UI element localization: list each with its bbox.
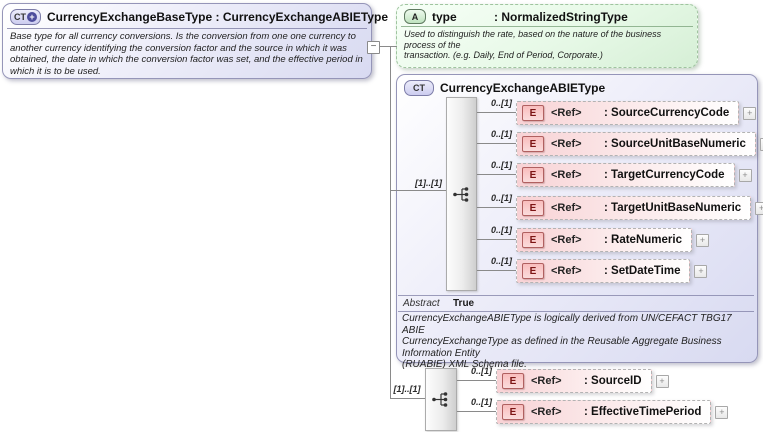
- complex-type-icon: CT: [404, 80, 434, 96]
- element-box-target-unit-base-numeric[interactable]: E <Ref> : TargetUnitBaseNumeric: [516, 196, 752, 220]
- sequence-icon: [432, 392, 448, 407]
- element-name: : EffectiveTimePeriod: [584, 406, 702, 418]
- expand-button[interactable]: +: [759, 137, 763, 151]
- complex-type-icon-label: CT: [14, 12, 26, 22]
- element-box-effective-time-period[interactable]: E <Ref> : EffectiveTimePeriod: [496, 400, 712, 424]
- element-icon: E: [522, 263, 544, 279]
- expand-button[interactable]: +: [755, 201, 763, 215]
- connector-line: [455, 380, 496, 381]
- attribute-name: type: [432, 9, 457, 24]
- base-type-header: CT+ CurrencyExchangeBaseType : CurrencyE…: [3, 4, 388, 28]
- expand-button[interactable]: +: [715, 405, 729, 419]
- connector-line: [475, 270, 516, 271]
- connector-line: [475, 207, 516, 208]
- connector-line: [378, 46, 397, 47]
- element-box-set-date-time[interactable]: E <Ref> : SetDateTime: [516, 259, 691, 283]
- element-icon: E: [522, 200, 544, 216]
- collapse-toggle-button[interactable]: −: [367, 41, 380, 54]
- element-box-source-id[interactable]: E <Ref> : SourceID: [496, 369, 652, 393]
- element-icon: E: [522, 136, 544, 152]
- element-row-set-date-time: E <Ref> : SetDateTime +: [516, 259, 708, 283]
- connector-line: [390, 190, 446, 191]
- element-ref-label: <Ref>: [531, 406, 562, 418]
- connector-line: [475, 174, 516, 175]
- element-box-target-currency-code[interactable]: E <Ref> : TargetCurrencyCode: [516, 163, 735, 187]
- element-box-rate-numeric[interactable]: E <Ref> : RateNumeric: [516, 228, 692, 252]
- expand-button[interactable]: +: [694, 264, 708, 278]
- connector-line: [475, 239, 516, 240]
- sequence-icon: [452, 186, 468, 202]
- connector-line: [390, 398, 425, 399]
- connector-line: [455, 411, 496, 412]
- base-type-description: Base type for all currency conversions. …: [10, 31, 363, 77]
- element-icon: E: [522, 232, 544, 248]
- expand-button[interactable]: +: [743, 106, 757, 120]
- element-ref-label: <Ref>: [551, 169, 582, 181]
- cardinality-label: 0..[1]: [490, 225, 512, 235]
- attribute-box[interactable]: A type : NormalizedStringType Used to di…: [396, 4, 698, 68]
- element-name: : RateNumeric: [604, 234, 682, 246]
- element-row-source-id: E <Ref> : SourceID +: [496, 369, 669, 393]
- element-icon: E: [522, 105, 544, 121]
- group-cardinality-label: [1]..[1]: [415, 178, 442, 188]
- cardinality-label: 0..[1]: [490, 193, 512, 203]
- element-row-rate-numeric: E <Ref> : RateNumeric +: [516, 228, 709, 252]
- element-icon: E: [522, 167, 544, 183]
- base-type-title: CurrencyExchangeBaseType : CurrencyExcha…: [47, 10, 389, 24]
- connector-line: [475, 143, 516, 144]
- element-name: : SourceUnitBaseNumeric: [604, 138, 746, 150]
- cardinality-label: 0..[1]: [490, 129, 512, 139]
- cardinality-label: 0..[1]: [470, 366, 492, 376]
- element-name: : TargetUnitBaseNumeric: [604, 202, 742, 214]
- base-type-box[interactable]: CT+ CurrencyExchangeBaseType : CurrencyE…: [2, 3, 388, 79]
- divider: [7, 28, 367, 29]
- element-icon: E: [502, 373, 524, 389]
- cardinality-label: 0..[1]: [490, 98, 512, 108]
- abie-type-description: CurrencyExchangeABIEType is logically de…: [402, 313, 732, 370]
- attribute-icon: A: [404, 9, 426, 24]
- cardinality-label: 0..[1]: [470, 397, 492, 407]
- connector-line: [475, 112, 516, 113]
- attribute-type: : NormalizedStringType: [494, 9, 628, 24]
- sequence-compositor[interactable]: [425, 368, 457, 431]
- divider: [398, 311, 754, 312]
- element-ref-label: <Ref>: [531, 375, 562, 387]
- cardinality-label: 0..[1]: [490, 256, 512, 266]
- complex-type-icon: CT+: [10, 9, 41, 25]
- element-icon: E: [502, 404, 524, 420]
- element-ref-label: <Ref>: [551, 138, 582, 150]
- element-ref-label: <Ref>: [551, 107, 582, 119]
- element-name: : SourceCurrencyCode: [604, 107, 730, 119]
- divider: [398, 295, 754, 296]
- sequence-compositor[interactable]: [446, 97, 477, 291]
- element-ref-label: <Ref>: [551, 265, 582, 277]
- abie-type-header: CT CurrencyExchangeABIEType: [397, 75, 757, 99]
- attribute-description: Used to distinguish the rate, based on t…: [404, 29, 662, 60]
- element-row-target-unit-base-numeric: E <Ref> : TargetUnitBaseNumeric +: [516, 196, 763, 220]
- element-name: : SetDateTime: [604, 265, 681, 277]
- divider: [401, 26, 693, 27]
- element-box-source-unit-base-numeric[interactable]: E <Ref> : SourceUnitBaseNumeric: [516, 132, 756, 156]
- element-name: : TargetCurrencyCode: [604, 169, 725, 181]
- connector-line: [390, 46, 391, 398]
- attribute-header: A type : NormalizedStringType: [397, 5, 697, 26]
- expand-button[interactable]: +: [695, 233, 709, 247]
- abstract-label: Abstract: [403, 298, 440, 309]
- element-row-effective-time-period: E <Ref> : EffectiveTimePeriod +: [496, 400, 729, 424]
- expand-button[interactable]: +: [655, 374, 669, 388]
- element-ref-label: <Ref>: [551, 202, 582, 214]
- expand-button[interactable]: +: [738, 168, 752, 182]
- abstract-value: True: [453, 298, 475, 309]
- abie-type-title: CurrencyExchangeABIEType: [440, 81, 606, 95]
- derivation-plus-icon: +: [27, 12, 37, 22]
- group-cardinality-label: [1]..[1]: [393, 384, 421, 394]
- element-box-source-currency-code[interactable]: E <Ref> : SourceCurrencyCode: [516, 101, 740, 125]
- element-row-target-currency-code: E <Ref> : TargetCurrencyCode +: [516, 163, 752, 187]
- element-ref-label: <Ref>: [551, 234, 582, 246]
- element-row-source-unit-base-numeric: E <Ref> : SourceUnitBaseNumeric +: [516, 132, 763, 156]
- element-name: : SourceID: [584, 375, 642, 387]
- element-row-source-currency-code: E <Ref> : SourceCurrencyCode +: [516, 101, 757, 125]
- cardinality-label: 0..[1]: [490, 160, 512, 170]
